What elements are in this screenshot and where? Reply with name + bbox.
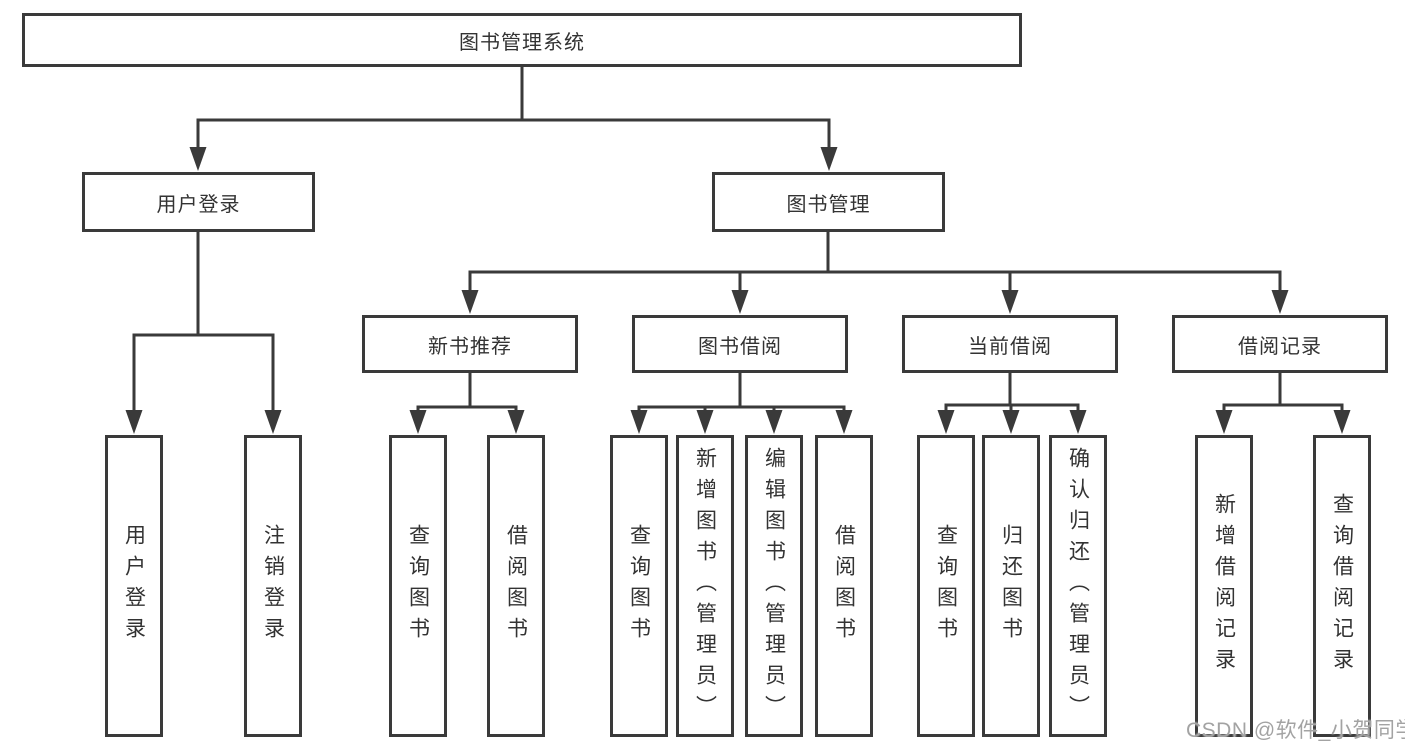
node-user-login: 用户登录 (82, 172, 315, 232)
leaf-new-books-borrow: 借阅图书 (487, 435, 545, 737)
leaf-logout: 注销登录 (244, 435, 302, 737)
watermark: CSDN @软件_小贺同学 (1186, 719, 1405, 742)
node-book-borrowing: 图书借阅 (632, 315, 848, 373)
leaf-borrowing-add-admin: 新增图书（管理员） (676, 435, 734, 737)
connector-new-books-to-leaves (409, 373, 525, 434)
leaf-current-query: 查询图书 (917, 435, 975, 737)
connector-root-to-level2 (189, 67, 838, 171)
leaf-borrowing-edit-admin: 编辑图书（管理员） (745, 435, 803, 737)
leaf-records-add: 新增借阅记录 (1195, 435, 1253, 737)
node-root: 图书管理系统 (22, 13, 1022, 67)
leaf-records-query: 查询借阅记录 (1313, 435, 1371, 737)
connector-user-login-to-leaves (125, 232, 282, 434)
node-book-management: 图书管理 (712, 172, 945, 232)
connector-borrowing-records-to-leaves (1215, 373, 1351, 434)
node-current-borrowing: 当前借阅 (902, 315, 1118, 373)
leaf-new-books-query: 查询图书 (389, 435, 447, 737)
connector-book-management-to-level3 (461, 232, 1289, 314)
connector-current-borrowing-to-leaves (937, 373, 1087, 434)
leaf-borrowing-borrow: 借阅图书 (815, 435, 873, 737)
node-borrowing-records: 借阅记录 (1172, 315, 1388, 373)
connector-book-borrowing-to-leaves (630, 373, 853, 434)
leaf-borrowing-query: 查询图书 (610, 435, 668, 737)
leaf-user-login: 用户登录 (105, 435, 163, 737)
node-new-books: 新书推荐 (362, 315, 578, 373)
leaf-current-confirm-return-admin: 确认归还（管理员） (1049, 435, 1107, 737)
leaf-current-return: 归还图书 (982, 435, 1040, 737)
